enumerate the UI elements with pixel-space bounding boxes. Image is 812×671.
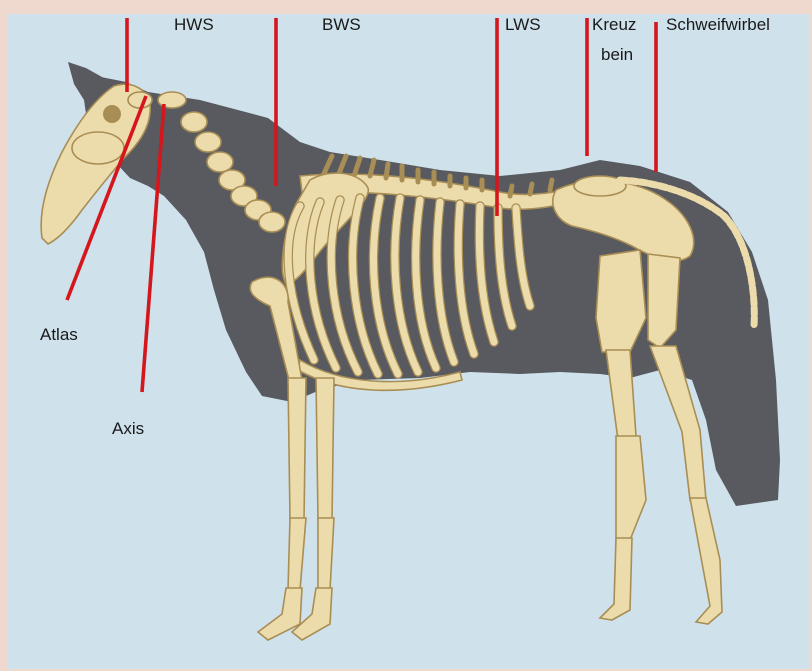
label-atlas: Atlas — [40, 324, 78, 345]
label-kreuzbein-line2: bein — [601, 44, 633, 65]
label-lws: LWS — [505, 14, 541, 35]
label-kreuzbein-line1: Kreuz — [592, 14, 636, 35]
eye-orbit — [103, 105, 121, 123]
label-hws: HWS — [174, 14, 214, 35]
label-schweifwirbel: Schweifwirbel — [666, 14, 770, 35]
label-bws: BWS — [322, 14, 361, 35]
atlas-vertebra — [128, 92, 152, 108]
mandible — [72, 132, 124, 164]
label-axis: Axis — [112, 418, 144, 439]
